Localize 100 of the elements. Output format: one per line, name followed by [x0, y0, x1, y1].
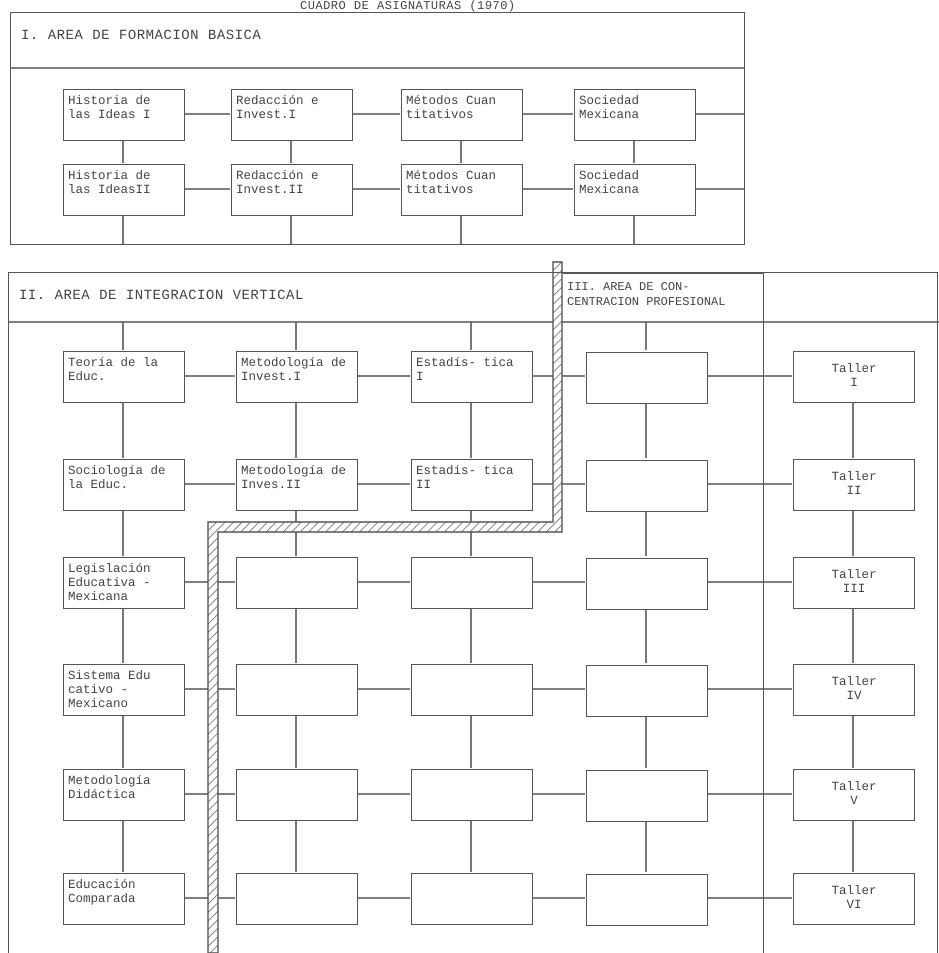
connector-line [852, 608, 854, 663]
empty-box [411, 557, 533, 609]
course-name: Sociología de la Educ. [68, 464, 167, 492]
connector-line [295, 820, 297, 872]
course-box [401, 164, 523, 216]
connector-line [470, 608, 472, 663]
course-box [231, 89, 353, 141]
empty-box [236, 873, 358, 925]
connector-line [470, 402, 472, 458]
empty-box [586, 770, 708, 822]
course-box [793, 664, 915, 716]
course-name: Taller II [830, 469, 878, 498]
course-name: Taller III [830, 567, 878, 596]
course-box [411, 459, 533, 511]
connector-line [122, 715, 124, 768]
connector-line [852, 402, 854, 458]
course-name: Sociedad Mexicana [579, 94, 640, 122]
connector-line [184, 483, 235, 485]
connector-line [122, 140, 124, 163]
course-box [63, 351, 185, 403]
connector-line [357, 375, 410, 377]
connector-line [122, 215, 124, 245]
connector-line [357, 793, 410, 795]
connector-line [357, 581, 410, 583]
connector-line [295, 715, 297, 768]
connector-line [357, 688, 410, 690]
connector-line [852, 715, 854, 768]
course-name: Sistema Edu cativo - Mexicano [68, 669, 152, 711]
connector-line [532, 793, 585, 795]
course-name: Métodos Cuan titativos [406, 94, 498, 122]
connector-line [290, 140, 292, 163]
course-name: Estadís- tica I [416, 356, 515, 384]
empty-box [411, 769, 533, 821]
course-name: Historia de las IdeasII [68, 169, 152, 197]
course-box [793, 459, 915, 511]
diagram-title: CUADRO DE ASIGNATURAS (1970) [300, 0, 516, 12]
course-box [63, 164, 185, 216]
course-box [63, 769, 185, 821]
course-name: Educación Comparada [68, 878, 137, 906]
course-box [63, 89, 185, 141]
connector-line [532, 897, 585, 899]
course-box [401, 89, 523, 141]
course-box [231, 164, 353, 216]
connector-line [707, 793, 792, 795]
course-name: Métodos Cuan titativos [406, 169, 498, 197]
course-name: Sociedad Mexicana [579, 169, 640, 197]
area-panel [563, 273, 764, 953]
course-box [63, 459, 185, 511]
area-heading: II. AREA DE INTEGRACION VERTICAL [19, 288, 304, 304]
connector-line [122, 402, 124, 458]
connector-line [522, 188, 573, 190]
course-name: Redacción e Invest.II [236, 169, 320, 197]
connector-line [645, 402, 647, 458]
course-name: Taller IV [830, 674, 878, 703]
connector-line [357, 483, 410, 485]
area-heading: III. AREA DE CON- CENTRACION PROFESIONAL [567, 280, 726, 310]
connector-line [633, 140, 635, 163]
area-panel [8, 272, 938, 953]
connector-line [295, 322, 297, 350]
connector-line [522, 113, 573, 115]
empty-box [236, 664, 358, 716]
connector-line [645, 608, 647, 663]
connector-line [295, 402, 297, 458]
course-box [574, 89, 696, 141]
connector-line [184, 375, 235, 377]
empty-box [236, 769, 358, 821]
course-name: Teoría de la Educ. [68, 356, 160, 384]
connector-line [852, 510, 854, 556]
connector-line [352, 113, 400, 115]
course-name: Metodología Didáctica [68, 774, 152, 802]
connector-line [122, 820, 124, 872]
course-name: Taller I [830, 361, 878, 390]
course-name: Taller V [830, 779, 878, 808]
connector-line [645, 820, 647, 872]
connector-line [852, 820, 854, 872]
course-box [63, 873, 185, 925]
connector-line [707, 375, 792, 377]
empty-box [586, 665, 708, 717]
connector-line [645, 322, 647, 350]
connector-line [532, 688, 585, 690]
connector-line [707, 581, 792, 583]
connector-line [290, 215, 292, 245]
course-box [63, 557, 185, 609]
course-box [236, 351, 358, 403]
empty-box [586, 874, 708, 926]
connector-line [707, 897, 792, 899]
connector-line [645, 715, 647, 768]
course-box [236, 459, 358, 511]
connector-line [707, 688, 792, 690]
course-box [793, 873, 915, 925]
course-box [793, 769, 915, 821]
connector-line [184, 113, 230, 115]
connector-line [707, 483, 792, 485]
connector-line [470, 322, 472, 350]
course-name: Estadís- tica II [416, 464, 515, 492]
connector-line [122, 608, 124, 663]
course-box [793, 557, 915, 609]
connector-line [695, 113, 745, 115]
empty-box [411, 873, 533, 925]
connector-line [460, 215, 462, 245]
